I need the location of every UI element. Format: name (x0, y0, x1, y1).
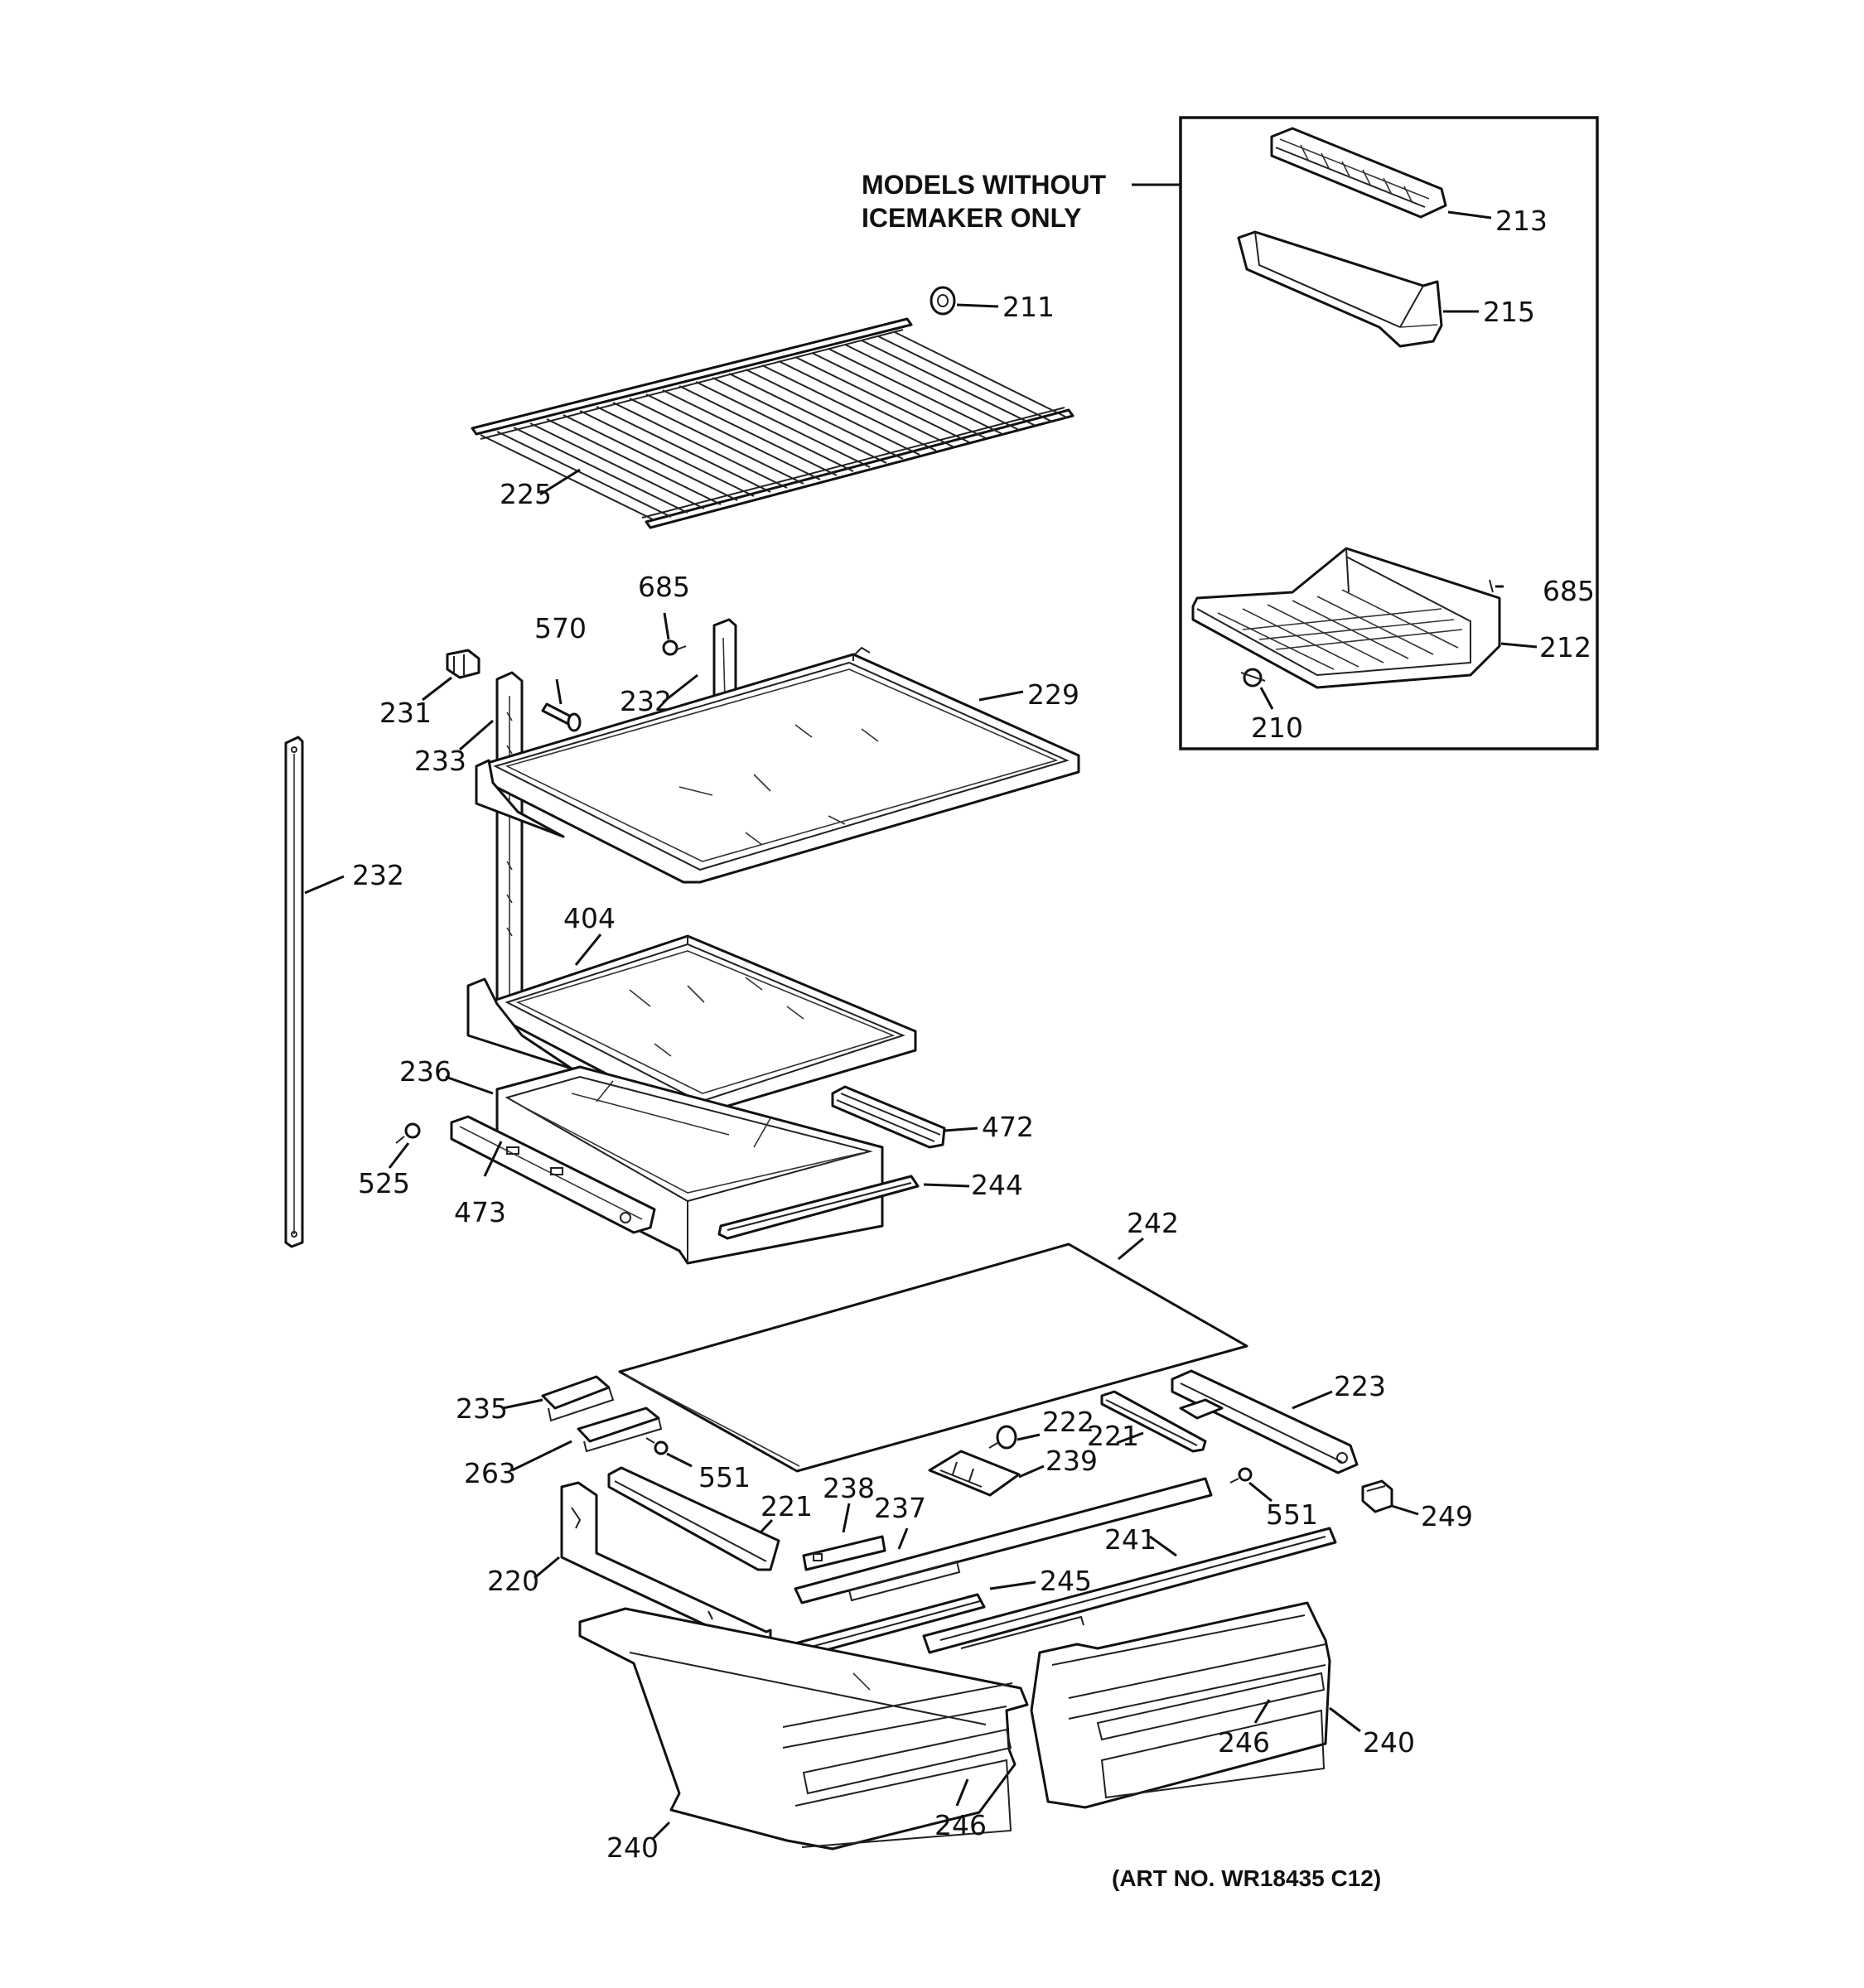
bracket-235 (541, 1375, 615, 1422)
models-note-line2: ICEMAKER ONLY (862, 203, 1082, 233)
part-249 (1361, 1479, 1393, 1513)
callout-235: 235 (456, 1392, 508, 1425)
callout-245: 245 (1040, 1565, 1092, 1597)
screw-685 (662, 639, 687, 656)
callout-220: 220 (487, 1565, 539, 1597)
callout-229: 229 (1027, 678, 1079, 711)
callout-473: 473 (454, 1196, 506, 1228)
glass-cover-242 (618, 1242, 1248, 1473)
callout-237: 237 (874, 1492, 926, 1524)
callout-263: 263 (464, 1457, 516, 1489)
callout-249: 249 (1421, 1500, 1473, 1532)
part-222 (988, 1425, 1017, 1450)
callout-685-box: 685 (1543, 575, 1595, 607)
callout-223: 223 (1334, 1370, 1386, 1402)
upright-233 (495, 671, 524, 1027)
callout-570: 570 (534, 612, 587, 644)
callout-212: 212 (1539, 631, 1591, 663)
part-238 (802, 1535, 886, 1571)
rail-221-right (1100, 1390, 1207, 1453)
callout-221-right: 221 (1087, 1420, 1139, 1452)
rail-223 (1171, 1369, 1359, 1474)
rail-472 (831, 1085, 946, 1149)
callout-246-right: 246 (1218, 1726, 1270, 1759)
ice-bin-215 (1237, 230, 1443, 348)
callout-246-left: 246 (934, 1809, 987, 1841)
screw-551-right (1229, 1467, 1253, 1484)
callout-231: 231 (379, 697, 432, 729)
ice-tray-213 (1270, 127, 1447, 219)
callout-238: 238 (823, 1472, 875, 1504)
callout-215: 215 (1483, 296, 1535, 328)
callout-525: 525 (358, 1167, 410, 1199)
callout-240-right: 240 (1363, 1726, 1415, 1759)
art-number: (ART NO. WR18435 C12) (1112, 1865, 1381, 1891)
callout-239: 239 (1045, 1445, 1098, 1477)
callout-685: 685 (638, 571, 690, 603)
frame-220 (560, 1481, 772, 1650)
screw-525 (395, 1122, 421, 1144)
glass-shelf-404 (466, 934, 917, 1116)
callout-236: 236 (399, 1055, 452, 1088)
callout-242: 242 (1127, 1207, 1179, 1239)
rail-221-left (607, 1466, 780, 1571)
callout-213: 213 (1495, 205, 1548, 237)
glass-shelf-229 (475, 646, 1080, 884)
callout-221-left: 221 (761, 1490, 813, 1522)
callout-404: 404 (563, 902, 616, 934)
crisper-drawer-right (1030, 1601, 1331, 1809)
models-without-icemaker-box: MODELS WITHOUT ICEMAKER ONLY 213 215 (862, 116, 1599, 750)
wire-shelf-225: 211 (471, 286, 1074, 529)
callout-232-side: 232 (352, 859, 404, 891)
callout-210: 210 (1251, 712, 1303, 744)
models-note-line1: MODELS WITHOUT (862, 170, 1107, 200)
callout-211: 211 (1002, 291, 1055, 323)
callout-233: 233 (414, 745, 466, 777)
crossbar-237 (794, 1477, 1213, 1604)
callout-225: 225 (500, 478, 552, 510)
bracket-239 (928, 1450, 1021, 1497)
clip-231 (446, 649, 480, 679)
bracket-263 (577, 1407, 663, 1453)
callout-244: 244 (971, 1169, 1023, 1201)
crisper-drawer-left (578, 1607, 1029, 1850)
callout-551-left: 551 (698, 1461, 751, 1493)
screw-570 (541, 702, 582, 732)
callout-472: 472 (982, 1111, 1034, 1143)
grommet-210 (1240, 668, 1266, 688)
crossbar-241 (922, 1527, 1337, 1654)
rail-473 (450, 1115, 656, 1234)
screw-551-left (645, 1437, 669, 1455)
callout-551-right: 551 (1266, 1498, 1318, 1531)
ice-shelf-212 (1191, 547, 1501, 689)
side-rail-232 (284, 736, 304, 1248)
callout-222: 222 (1042, 1406, 1094, 1438)
callout-241: 241 (1104, 1523, 1157, 1556)
callout-240-left: 240 (606, 1831, 659, 1864)
trim-244 (717, 1175, 920, 1240)
